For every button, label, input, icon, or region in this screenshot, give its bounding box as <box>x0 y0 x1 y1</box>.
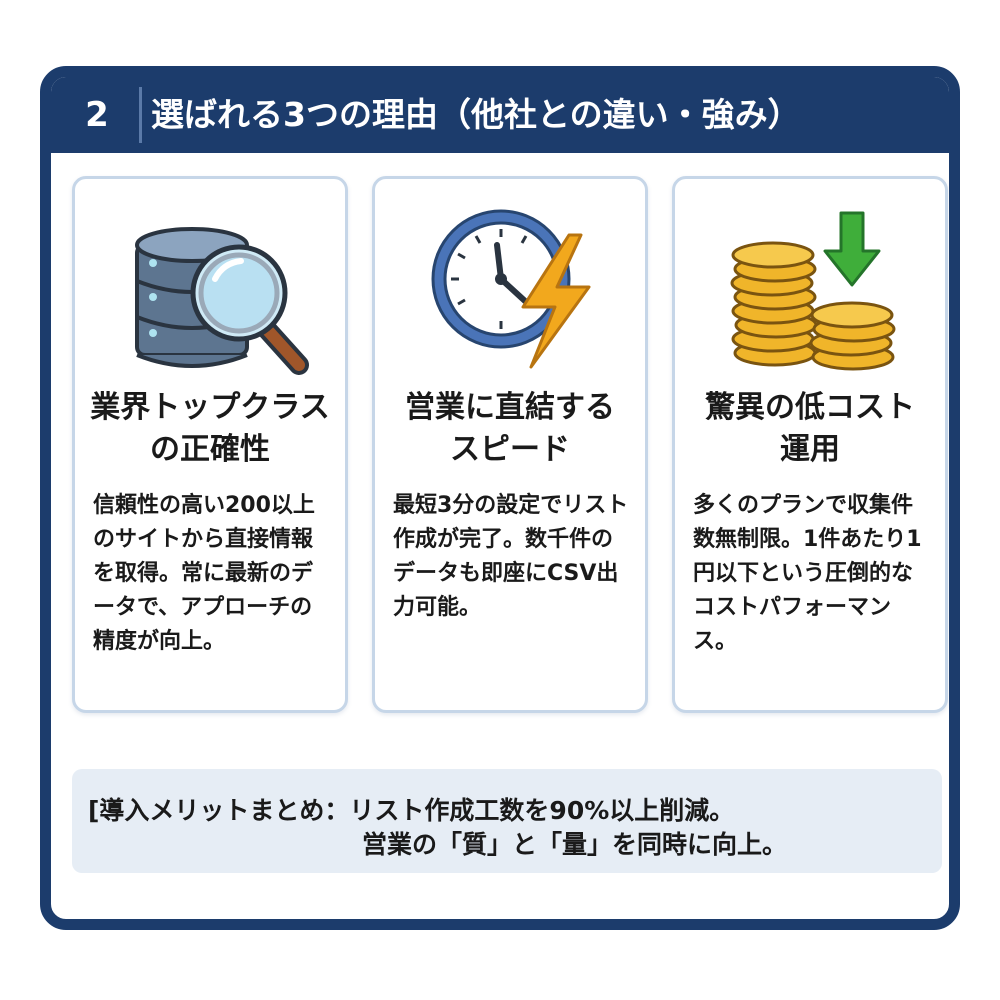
card-title-line1: 営業に直結する <box>405 390 615 425</box>
section-header: 2 選ばれる3つの理由（他社との違い・強み） <box>51 77 949 153</box>
card-title-line1: 驚異の低コスト <box>705 390 915 425</box>
section-title: 選ばれる3つの理由（他社との違い・強み） <box>151 95 801 134</box>
clock-lightning-icon <box>413 207 613 377</box>
card-title-line2: スピード <box>450 432 570 467</box>
reason-card-speed: 営業に直結する スピード 最短3分の設定でリスト作成が完了。数千件のデータも即座… <box>372 176 648 713</box>
coins-down-arrow-icon <box>713 207 913 377</box>
card-title: 営業に直結する スピード <box>381 387 639 471</box>
card-title: 驚異の低コスト 運用 <box>681 387 939 471</box>
card-title: 業界トップクラス の正確性 <box>81 387 339 471</box>
summary-box: [導入メリットまとめ：リスト作成工数を90%以上削減。 営業の「質」と「量」を同… <box>72 769 942 873</box>
card-body: 多くのプランで収集件数無制限。1件あたり1円以下という圧倒的なコストパフォーマン… <box>693 493 922 654</box>
reason-card-low-cost: 驚異の低コスト 運用 多くのプランで収集件数無制限。1件あたり1円以下という圧倒… <box>672 176 948 713</box>
database-magnifier-icon <box>113 207 313 377</box>
card-body: 信頼性の高い200以上のサイトから直接情報を取得。常に最新のデータで、アプローチ… <box>93 493 315 654</box>
section-number: 2 <box>85 95 109 135</box>
summary-line1: [導入メリットまとめ：リスト作成工数を90%以上削減。 <box>88 796 735 825</box>
card-title-line2: の正確性 <box>150 432 270 467</box>
card-body: 最短3分の設定でリスト作成が完了。数千件のデータも即座にCSV出力可能。 <box>393 493 629 620</box>
reasons-panel: 2 選ばれる3つの理由（他社との違い・強み） <box>40 66 960 930</box>
summary-line2: 営業の「質」と「量」を同時に向上。 <box>362 830 788 859</box>
reason-card-accuracy: 業界トップクラス の正確性 信頼性の高い200以上のサイトから直接情報を取得。常… <box>72 176 348 713</box>
card-title-line2: 運用 <box>780 432 840 467</box>
header-divider <box>139 87 142 143</box>
card-title-line1: 業界トップクラス <box>90 390 330 425</box>
